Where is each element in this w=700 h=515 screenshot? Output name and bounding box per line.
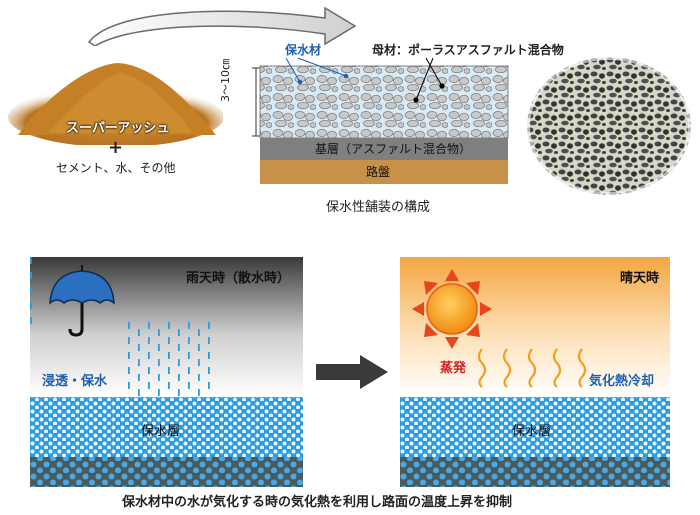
water-material-label: 保水材 bbox=[285, 43, 322, 57]
right-arrow-icon bbox=[316, 355, 388, 389]
material-sub-label: セメント、水、その他 bbox=[56, 161, 176, 175]
plus-sign: + bbox=[108, 137, 124, 158]
matrix-label: 母材：ポーラスアスファルト混合物 bbox=[372, 43, 564, 57]
structure-caption: 保水性舗装の構成 bbox=[326, 200, 431, 215]
footer-caption: 保水材中の水が気化する時の気化熱を利用し路面の温度上昇を抑制 bbox=[122, 495, 513, 510]
pavement-cross-section bbox=[252, 57, 509, 184]
infiltration-label: 浸透・保水 bbox=[42, 374, 108, 389]
evaporation-label: 蒸発 bbox=[440, 361, 467, 376]
sunny-title: 晴天時 bbox=[620, 271, 660, 286]
sunny-panel bbox=[400, 257, 670, 487]
heat-waves bbox=[477, 348, 587, 388]
subgrade-label: 路盤 bbox=[366, 165, 391, 179]
curved-arrow-icon bbox=[87, 6, 357, 46]
rain-panel bbox=[30, 257, 303, 487]
rain-drops bbox=[30, 257, 210, 396]
rain-layer-label: 保水層 bbox=[141, 424, 181, 439]
rain-title: 雨天時（散水時） bbox=[186, 271, 291, 286]
material-main-label: スーパーアッシュ bbox=[66, 121, 170, 136]
cooling-label: 気化熱冷却 bbox=[589, 374, 655, 389]
soil-pile-image bbox=[8, 63, 223, 145]
base-layer-label: 基層（アスファルト混合物） bbox=[315, 142, 472, 156]
sunny-layer-label: 保水層 bbox=[512, 424, 552, 439]
porous-asphalt-photo bbox=[526, 56, 692, 196]
sun-icon bbox=[412, 269, 492, 349]
umbrella-icon bbox=[49, 265, 115, 337]
thickness-label: 3～10㎝ bbox=[219, 59, 232, 102]
